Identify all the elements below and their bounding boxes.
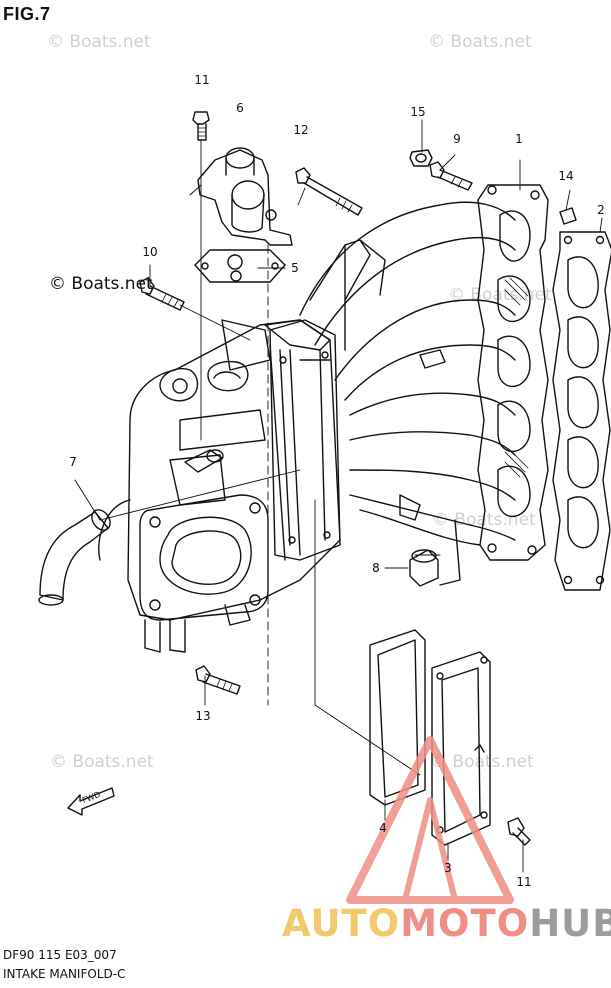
- iac-gasket: [194, 249, 286, 283]
- callout-label: 15: [410, 105, 426, 119]
- callout-label: 10: [142, 245, 158, 259]
- callout-label: 4: [379, 821, 387, 835]
- callout-label: 7: [69, 455, 77, 469]
- callout-label: 12: [293, 123, 309, 137]
- figure-title: FIG.7: [3, 4, 51, 24]
- watermark: © Boats.net: [50, 752, 154, 772]
- collar-8: [409, 549, 439, 587]
- bolt-12: [295, 167, 363, 216]
- callout-label: 11: [516, 875, 532, 889]
- logo-triangle: [346, 736, 514, 904]
- callout-label: 13: [195, 709, 211, 723]
- callout-label: 9: [453, 132, 461, 146]
- callout-label: 2: [597, 203, 605, 217]
- callout-label: 8: [372, 561, 380, 575]
- logo-wordmark: AUTOMOTOHUB: [282, 902, 611, 945]
- nut-15: [409, 149, 433, 167]
- bolt-11-bottom: [507, 817, 531, 846]
- watermark: © Boats.net: [47, 32, 151, 52]
- bolt-9: [429, 161, 473, 191]
- watermark: © Boats.net: [428, 32, 532, 52]
- bolt-13: [195, 665, 241, 695]
- callout-label: 1: [515, 132, 523, 146]
- callout-label: 14: [558, 169, 574, 183]
- cover-plate: [431, 651, 491, 846]
- hose: [38, 509, 111, 606]
- watermark: © Boats.net: [430, 752, 534, 772]
- fwd-arrow: [67, 787, 115, 816]
- callout-label: 3: [444, 861, 452, 875]
- cover-gasket: [369, 629, 426, 806]
- iac-valve: [197, 147, 293, 246]
- callout-label: 11: [194, 73, 210, 87]
- callout-label: 5: [291, 261, 299, 275]
- body-side-plate: [269, 319, 341, 561]
- manifold-gasket: [552, 231, 611, 591]
- callout-label: 6: [236, 101, 244, 115]
- plenum-body: [98, 319, 341, 653]
- pin-14: [559, 207, 577, 225]
- bolt-11-top: [192, 111, 210, 141]
- figure-name: INTAKE MANIFOLD-C: [3, 967, 126, 981]
- watermark-dark: © Boats.net: [49, 274, 153, 294]
- manifold-flange: [477, 184, 549, 561]
- figure-code: DF90 115 E03_007: [3, 948, 117, 962]
